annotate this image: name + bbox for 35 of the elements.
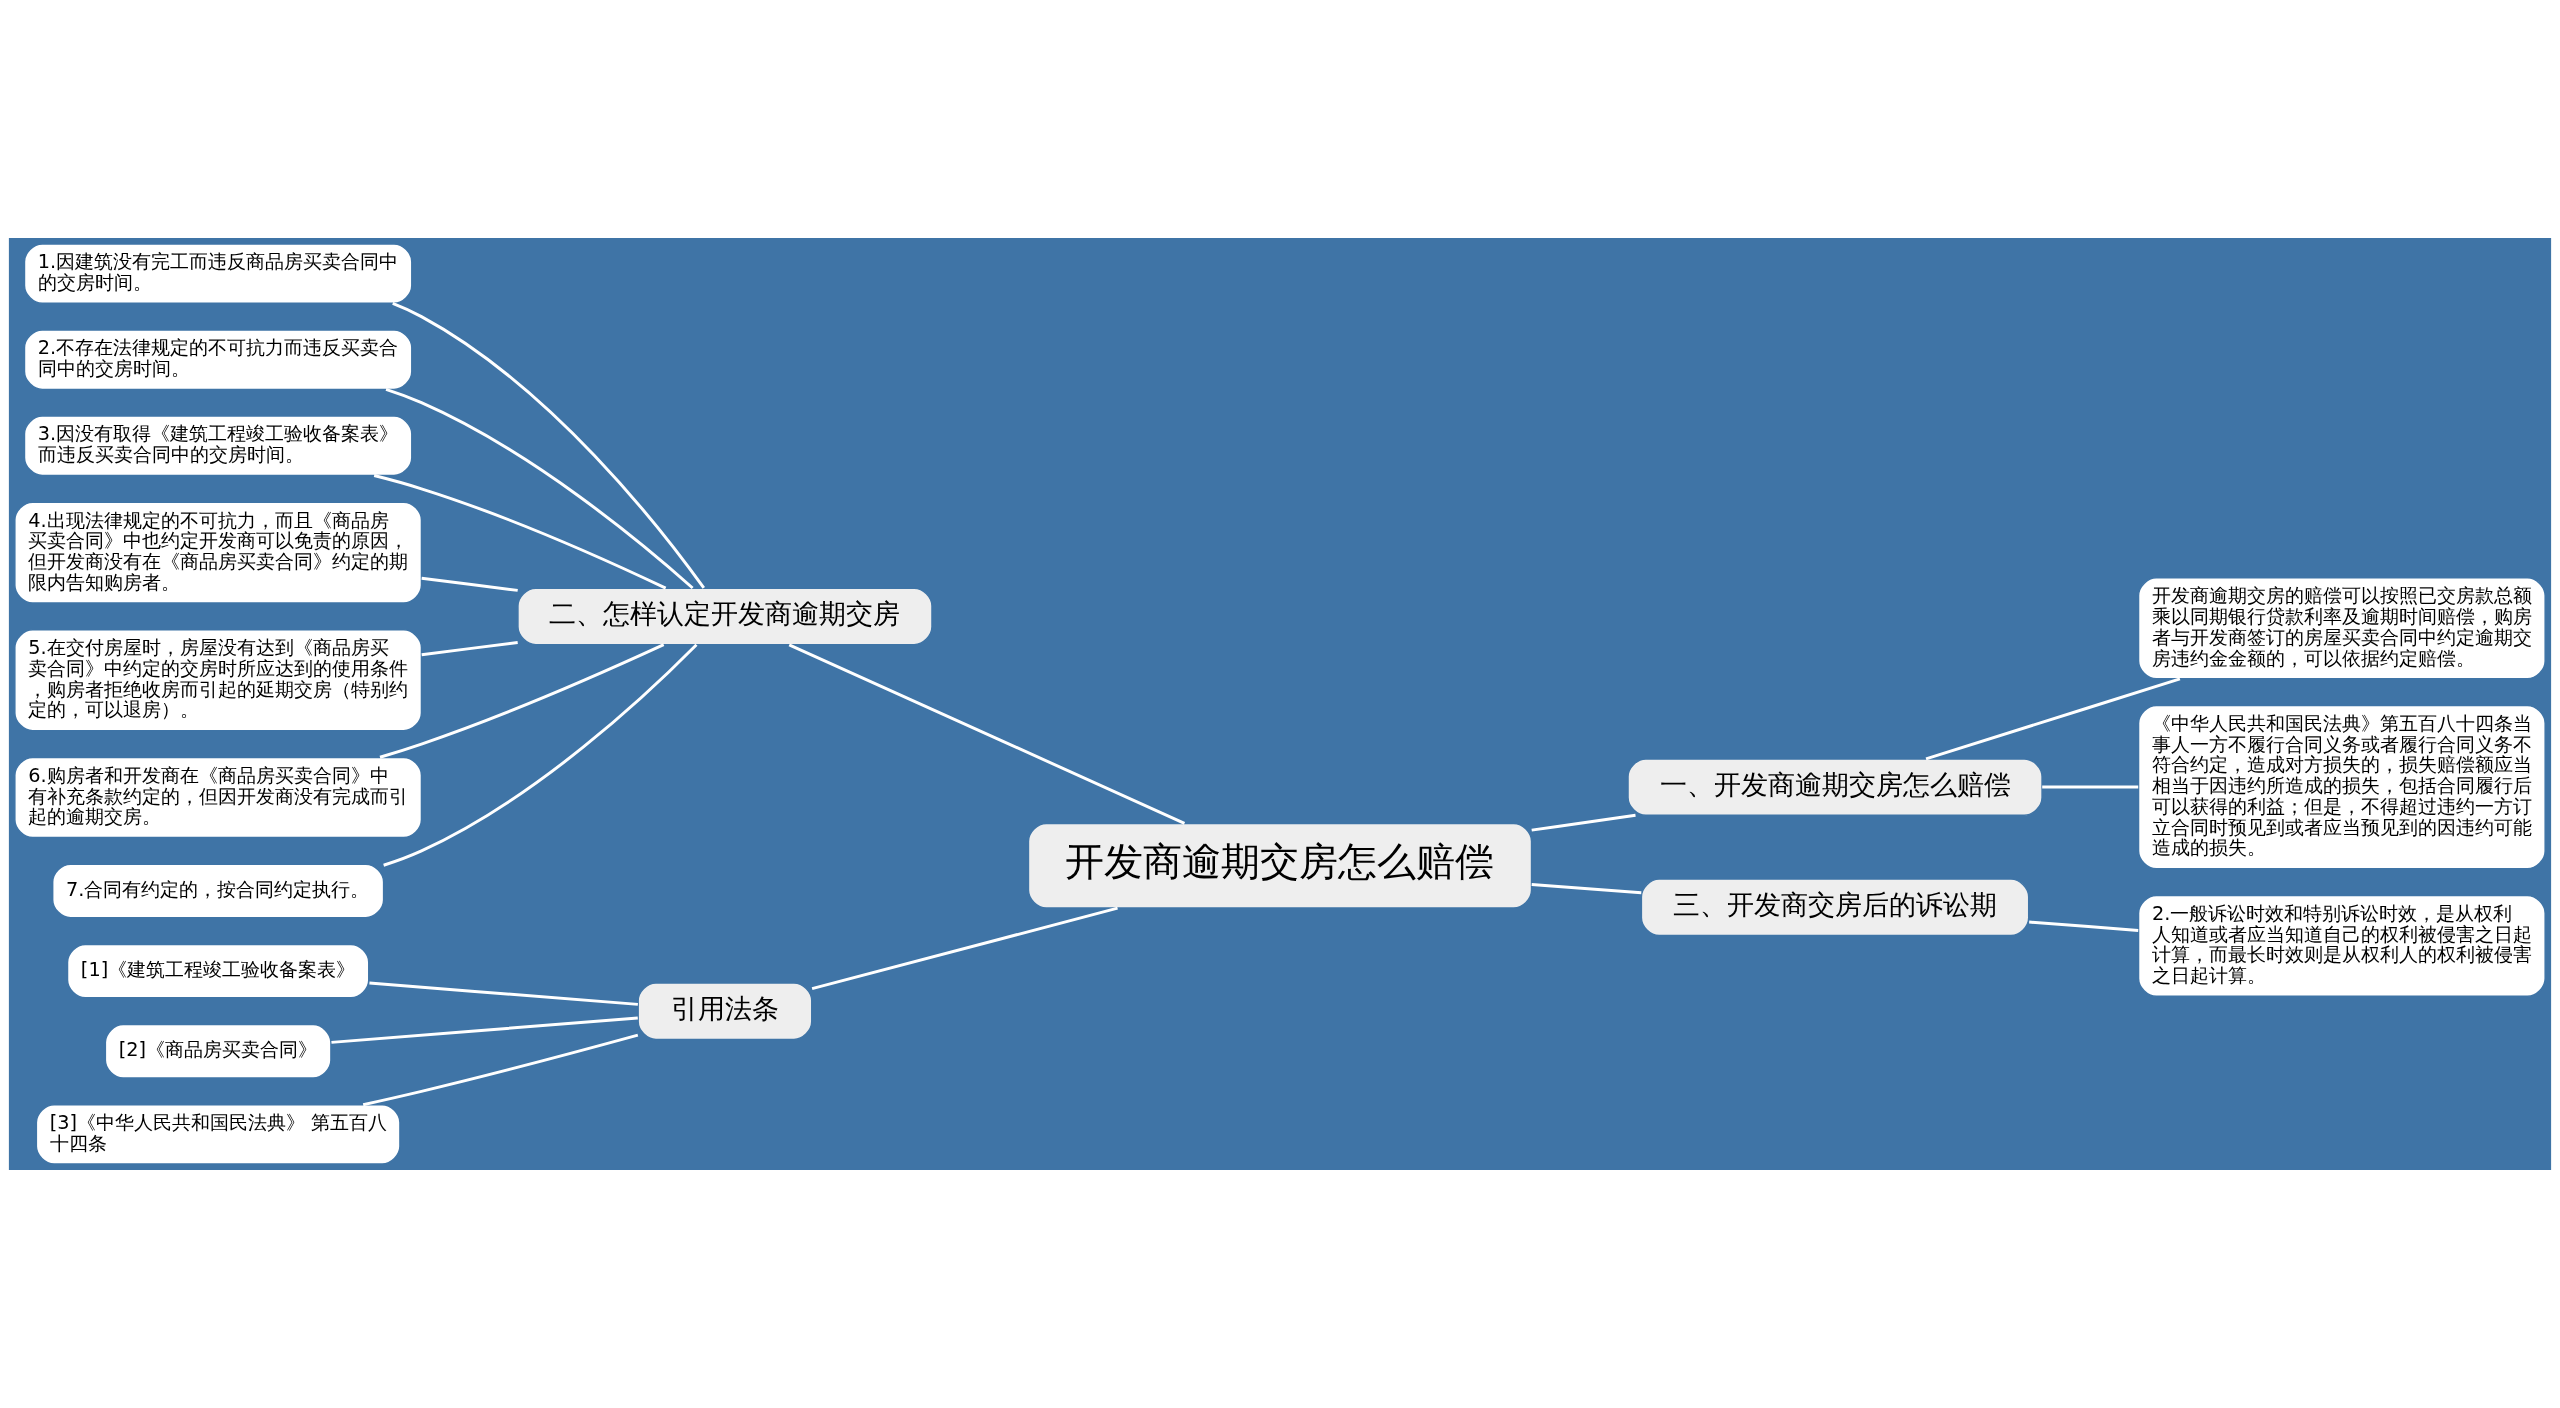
node-box: 三、开发商交房后的诉讼期: [1640, 878, 2030, 937]
connector: [2029, 920, 2139, 932]
node-box: 3.因没有取得《建筑工程竣工验收备案表》而违反买卖合同中的交房时间。: [23, 415, 413, 477]
node-box: 引用法条: [637, 982, 813, 1041]
node-box: 1.因建筑没有完工而违反商品房买卖合同中的交房时间。: [23, 243, 413, 305]
node-box: 2.一般诉讼时效和特别诉讼时效，是从权利人知道或者应当知道自己的权利被侵害之日起计算，而最长时效则是从权利人的权利被侵害之日起计算。: [2137, 894, 2546, 998]
connector: [1925, 677, 2181, 761]
connector: [2042, 785, 2139, 789]
connector: [421, 641, 518, 657]
node-box: 4.出现法律规定的不可抗力，而且《商品房买卖合同》中也约定开发商可以免责的原因，但开发商没有在《商品房买卖合同》约定的期限内告知购房者。: [14, 501, 423, 604]
node-box: [1]《建筑工程竣工验收备案表》: [66, 943, 370, 999]
connector: [1531, 883, 1642, 895]
connector: [362, 1033, 639, 1107]
node-box: 5.在交付房屋时，房屋没有达到《商品房买卖合同》中约定的交房时所应达到的使用条件，购房者拒绝收房而引起的延期交房（特别约定的，可以退房）。: [14, 629, 423, 732]
connector: [788, 643, 1186, 825]
node-box: 《中华人民共和国民法典》第五百八十四条当事人一方不履行合同义务或者履行合同义务不符合约定，造成对方损失的，损失赔偿额应当相当于因违约所造成的损失，包括合同履行后可以获得的利益；但是，不得超过违约一方订立合同时预见到或者应当预见到的因违约可能造成的损失。: [2137, 704, 2546, 870]
node-box: 开发商逾期交房的赔偿可以按照已交房款总额乘以同期银行贷款利率及逾期时间赔偿，购房者与开发商签订的房屋买卖合同中约定逾期交房违约金金额的，可以依据约定赔偿。: [2137, 577, 2546, 680]
node-box: 6.购房者和开发商在《商品房买卖合同》中有补充条款约定的，但因开发商没有完成而引起的逾期交房。: [14, 756, 423, 839]
connector: [392, 302, 705, 589]
connector: [383, 643, 698, 867]
node-box: 一、开发商逾期交房怎么赔偿: [1627, 758, 2043, 817]
connector: [331, 1016, 638, 1044]
connector: [369, 981, 638, 1006]
connector: [1531, 813, 1636, 832]
connector: [385, 388, 694, 590]
node-box: [3]《中华人民共和国民法典》 第五百八十四条: [35, 1103, 401, 1165]
node-box: 7.合同有约定的，按合同约定执行。: [51, 863, 385, 919]
node-box: [2]《商品房买卖合同》: [104, 1023, 332, 1079]
node-box: 开发商逾期交房怎么赔偿: [1027, 822, 1533, 909]
node-box: 二、怎样认定开发商逾期交房: [517, 587, 933, 646]
connector: [811, 906, 1118, 991]
connector: [373, 474, 667, 590]
node-box: 2.不存在法律规定的不可抗力而违反买卖合同中的交房时间。: [23, 329, 413, 391]
connector: [379, 643, 665, 759]
connector: [421, 576, 518, 592]
